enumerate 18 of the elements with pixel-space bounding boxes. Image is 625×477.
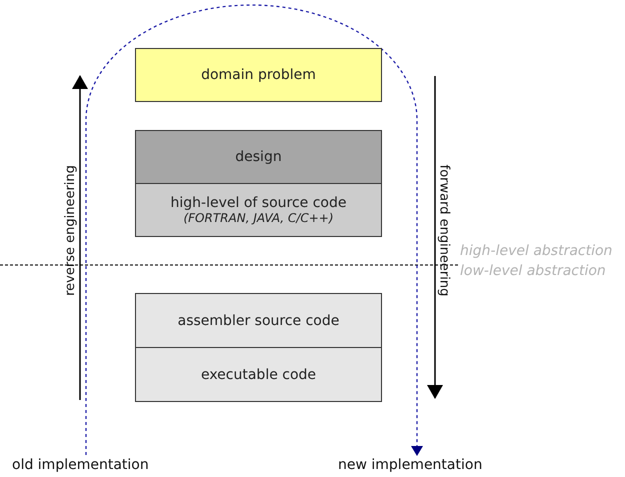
- endpoint-label: old implementation: [12, 457, 149, 473]
- level-label: high-level abstraction: [460, 243, 612, 259]
- axis-label: forward engineering: [436, 164, 452, 296]
- box-title: assembler source code: [178, 312, 340, 328]
- box-title: executable code: [200, 366, 316, 382]
- level-box: [135, 347, 382, 402]
- level-box: [135, 48, 382, 102]
- box-title: high-level of source code: [170, 195, 346, 211]
- level-label: low-level abstraction: [460, 263, 606, 279]
- box-subtitle: (FORTRAN, JAVA, C/C++): [183, 211, 334, 225]
- level-box: [135, 183, 382, 237]
- box-title: domain problem: [201, 67, 316, 83]
- endpoint-label: new implementation: [338, 457, 482, 473]
- level-box: [135, 293, 382, 348]
- box-title: design: [235, 149, 282, 165]
- level-box: [135, 130, 382, 184]
- axis-label: reverse engineering: [62, 164, 78, 296]
- arrow: [85, 4, 423, 456]
